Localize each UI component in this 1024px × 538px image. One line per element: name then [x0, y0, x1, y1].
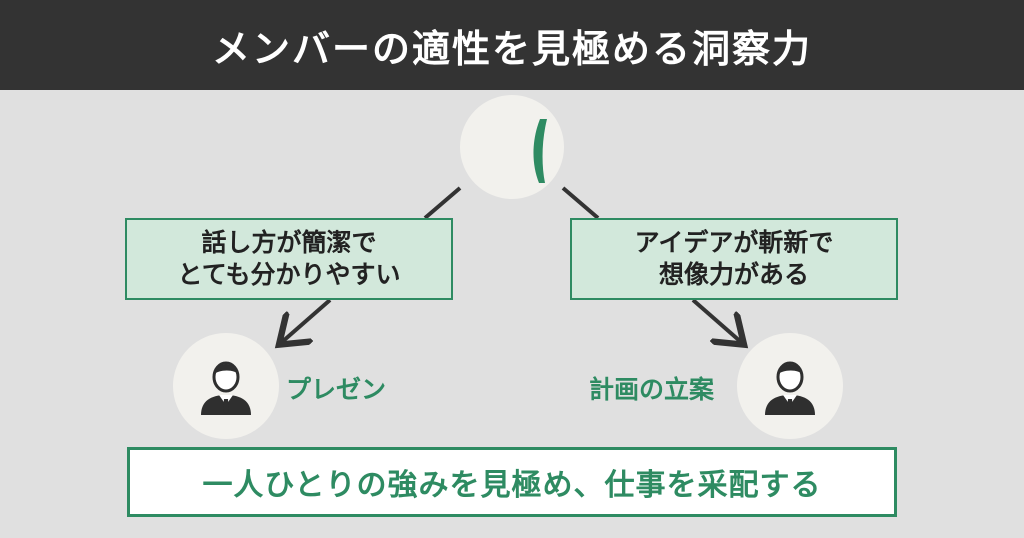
arrow-to-right-person: [691, 298, 741, 342]
arrow-top-right: [561, 186, 600, 220]
arrow-to-left-person: [282, 298, 332, 342]
summary-text: 一人ひとりの強みを見極め、仕事を采配する: [202, 468, 822, 503]
trait-left-line2: とても分かりやすい: [177, 260, 401, 289]
trait-right-line1: アイデアが斬新で: [634, 227, 834, 257]
businessman-icon: [765, 361, 815, 415]
trait-box-right: アイデアが斬新で 想像力がある: [570, 218, 898, 300]
leader-icon: [533, 119, 547, 183]
person-right: [737, 333, 843, 439]
businessman-icon: [201, 361, 251, 415]
person-left: [173, 333, 279, 439]
role-label-right: 計画の立案: [589, 375, 715, 404]
leader-circle: [460, 95, 564, 199]
summary-box: 一人ひとりの強みを見極め、仕事を采配する: [127, 447, 897, 517]
role-label-left: プレゼン: [286, 375, 387, 404]
trait-box-left: 話し方が簡潔で とても分かりやすい: [125, 218, 453, 300]
arrow-top-left: [423, 186, 462, 220]
trait-right-line2: 想像力がある: [658, 260, 809, 289]
title-text: メンバーの適性を見極める洞察力: [211, 26, 812, 71]
page-title: メンバーの適性を見極める洞察力: [0, 0, 1024, 90]
trait-left-line1: 話し方が簡潔で: [201, 227, 377, 257]
